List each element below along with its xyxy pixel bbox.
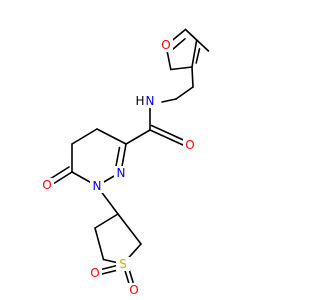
bond bbox=[96, 128, 127, 145]
oxygen-atom: O bbox=[40, 178, 54, 192]
atom-label-o-s1: O bbox=[90, 266, 99, 280]
hydrogen-atom: H bbox=[135, 94, 146, 108]
atom-label-o-furan: O bbox=[161, 38, 170, 52]
bond bbox=[191, 66, 194, 88]
oxygen-atom: O bbox=[127, 283, 141, 297]
bond bbox=[161, 98, 177, 103]
bond bbox=[149, 129, 184, 146]
atom-label-s: S bbox=[119, 257, 127, 271]
atom-label-h-amide: H bbox=[135, 94, 144, 108]
nitrogen-atom: N bbox=[90, 179, 104, 193]
bond bbox=[115, 146, 121, 167]
atom-layer: O N H O O N N bbox=[40, 38, 197, 297]
atom-label-n-ring1: N bbox=[117, 166, 126, 180]
bond bbox=[49, 166, 70, 180]
oxygen-atom: O bbox=[88, 266, 102, 280]
bond bbox=[195, 39, 210, 52]
bond bbox=[171, 37, 186, 51]
bond bbox=[191, 39, 198, 68]
bond bbox=[94, 213, 119, 229]
atom-label-o-keto: O bbox=[42, 178, 51, 192]
nitrogen-atom: N bbox=[114, 166, 128, 180]
atom-label-o-s2: O bbox=[129, 283, 138, 297]
atom-label-n-ring2: N bbox=[93, 179, 102, 193]
nitrogen-atom: N bbox=[143, 94, 157, 108]
bond bbox=[117, 213, 142, 245]
bond bbox=[184, 28, 198, 41]
bond bbox=[125, 129, 151, 145]
bond bbox=[52, 171, 73, 185]
bond bbox=[94, 227, 105, 261]
bond bbox=[170, 66, 193, 71]
atom-label-n-amide: N bbox=[146, 94, 155, 108]
oxygen-atom: O bbox=[183, 138, 197, 152]
bond-layer bbox=[49, 28, 210, 288]
bond bbox=[175, 86, 194, 100]
bond bbox=[71, 128, 98, 145]
bond bbox=[150, 124, 186, 142]
atom-label-o-amide: O bbox=[185, 138, 194, 152]
molecule-structure: O N H O O N N bbox=[40, 28, 210, 297]
oxygen-atom: O bbox=[159, 38, 173, 52]
bond bbox=[195, 47, 201, 64]
sulfur-atom: S bbox=[116, 257, 130, 271]
